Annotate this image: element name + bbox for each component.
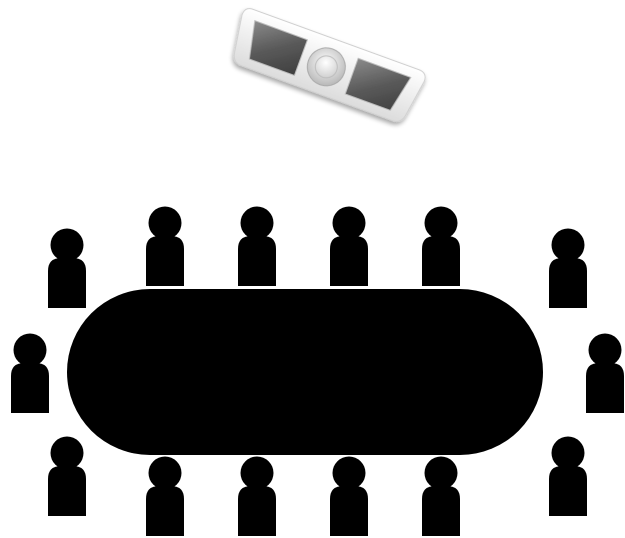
person-head [552, 437, 585, 470]
person-icon [549, 437, 587, 517]
person-head [552, 229, 585, 262]
conference-table [67, 289, 543, 455]
person-icon [238, 207, 276, 287]
person-body [48, 466, 86, 516]
person-head [51, 437, 84, 470]
person-body [422, 486, 460, 536]
person-icon [422, 207, 460, 287]
person-icon [48, 229, 86, 309]
person-head [333, 207, 366, 240]
person-body [330, 236, 368, 286]
person-icon [48, 437, 86, 517]
ceiling-occupancy-sensor-icon [226, 6, 428, 126]
person-body [146, 236, 184, 286]
person-head [149, 207, 182, 240]
person-head [14, 334, 47, 367]
person-body [146, 486, 184, 536]
person-body [48, 258, 86, 308]
person-icon [146, 207, 184, 287]
person-body [238, 236, 276, 286]
person-head [333, 457, 366, 490]
person-body [238, 486, 276, 536]
person-head [149, 457, 182, 490]
person-icon [11, 334, 49, 414]
person-body [549, 258, 587, 308]
person-body [330, 486, 368, 536]
person-icon [146, 457, 184, 537]
person-head [589, 334, 622, 367]
person-icon [422, 457, 460, 537]
person-icon [330, 457, 368, 537]
person-icon [238, 457, 276, 537]
person-body [549, 466, 587, 516]
person-body [422, 236, 460, 286]
person-head [241, 207, 274, 240]
person-head [51, 229, 84, 262]
person-head [425, 457, 458, 490]
person-head [241, 457, 274, 490]
person-icon [586, 334, 624, 414]
person-head [425, 207, 458, 240]
person-icon [549, 229, 587, 309]
person-body [11, 363, 49, 413]
person-icon [330, 207, 368, 287]
person-body [586, 363, 624, 413]
